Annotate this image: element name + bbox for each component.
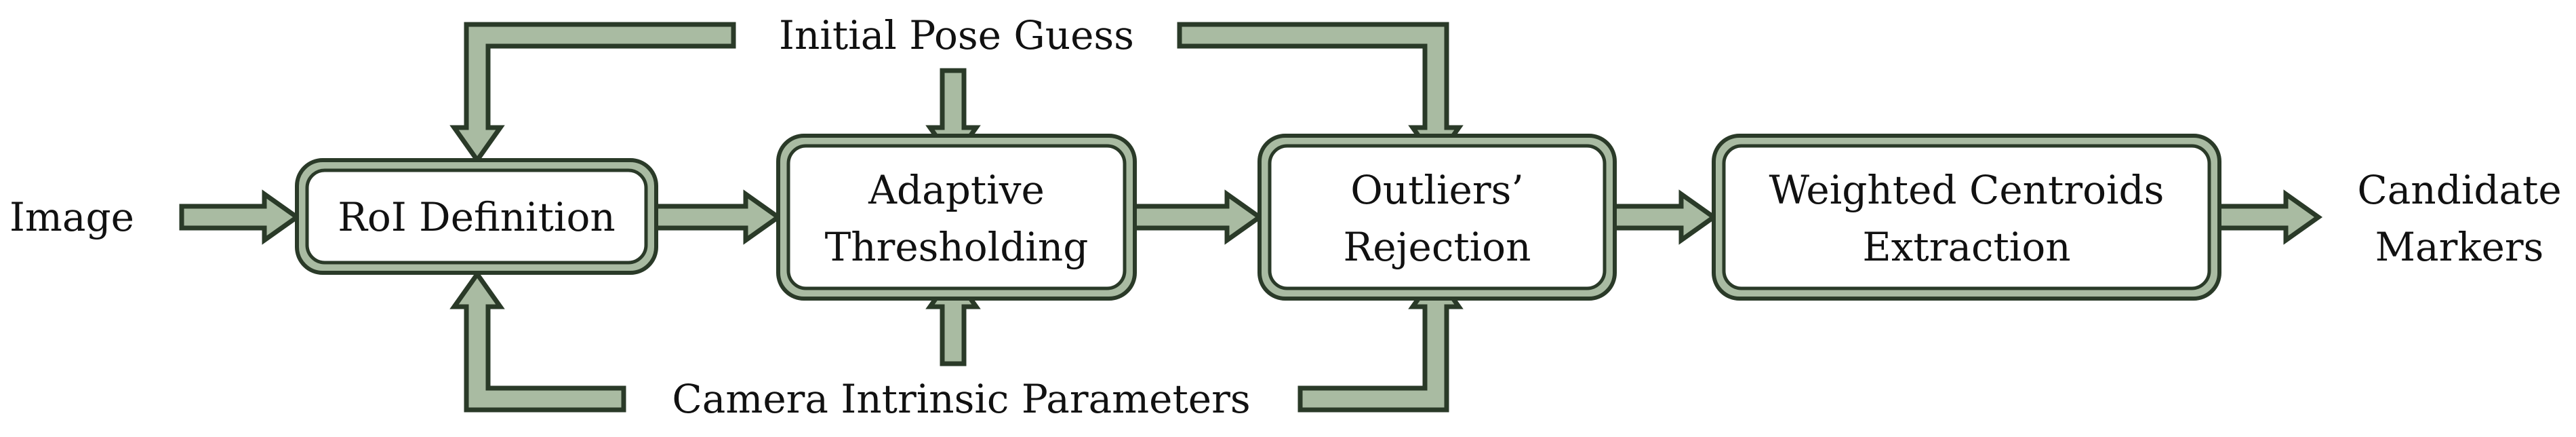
weighted-centroids-box: Weighted Centroids Extraction (1712, 134, 2221, 301)
arrow-centroids-to-output (2215, 189, 2323, 245)
adaptive-thresholding-box: Adaptive Thresholding (776, 134, 1137, 301)
image-input-label: Image (9, 194, 134, 240)
outliers-rejection-label-line2: Rejection (1344, 224, 1531, 270)
arrow-outliers-to-centroids (1611, 189, 1718, 245)
candidate-markers-label-line2: Markers (2375, 224, 2544, 270)
adaptive-thresholding-label-line1: Adaptive (868, 167, 1045, 213)
roi-definition-box: RoI Definition (295, 158, 658, 275)
outliers-rejection-box: Outliers’ Rejection (1257, 134, 1617, 301)
arrow-pose-to-roi (449, 22, 736, 165)
arrow-roi-to-adaptive (652, 189, 783, 245)
candidate-markers-label-line1: Candidate (2357, 167, 2561, 213)
roi-definition-label: RoI Definition (338, 194, 615, 240)
arrow-camera-to-roi (449, 269, 626, 413)
arrow-image-to-roi (179, 189, 302, 245)
weighted-centroids-label-line1: Weighted Centroids (1769, 167, 2165, 213)
initial-pose-guess-label: Initial Pose Guess (779, 12, 1134, 58)
camera-intrinsic-parameters-label: Camera Intrinsic Parameters (672, 376, 1250, 422)
outliers-rejection-label-line1: Outliers’ (1350, 167, 1524, 213)
adaptive-thresholding-label-line2: Thresholding (825, 224, 1089, 270)
arrow-adaptive-to-outliers (1131, 189, 1264, 245)
weighted-centroids-label-line2: Extraction (1862, 224, 2070, 270)
